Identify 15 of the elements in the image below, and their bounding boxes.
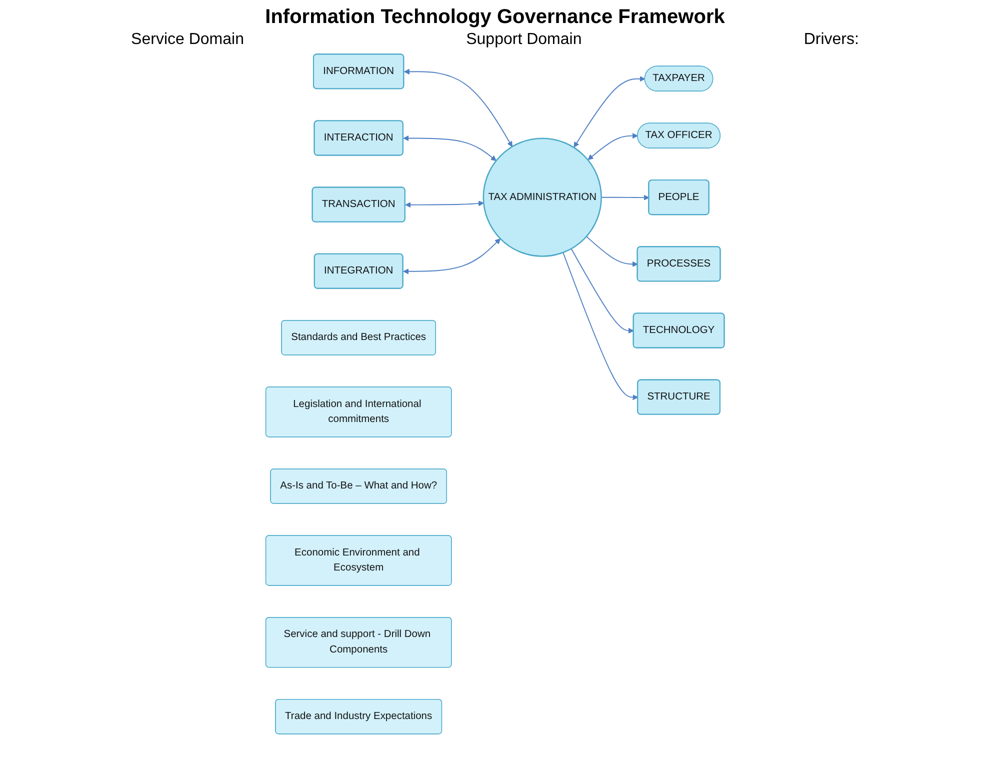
section-label: Support Domain — [466, 31, 582, 49]
arrow — [403, 238, 501, 274]
arrow — [570, 248, 634, 334]
node-circle: TAX ADMINISTRATION — [482, 138, 602, 257]
arrow — [588, 133, 638, 160]
arrow — [562, 252, 638, 400]
arrow — [404, 68, 512, 147]
arrow — [600, 194, 650, 200]
arrow — [403, 135, 496, 161]
section-label: Drivers: — [804, 31, 859, 49]
arrow — [586, 236, 638, 267]
section-label: Service Domain — [131, 31, 244, 49]
diagram-title: Information Technology Governance Framework — [264, 6, 726, 29]
arrow — [574, 76, 646, 148]
arrow — [405, 200, 484, 208]
